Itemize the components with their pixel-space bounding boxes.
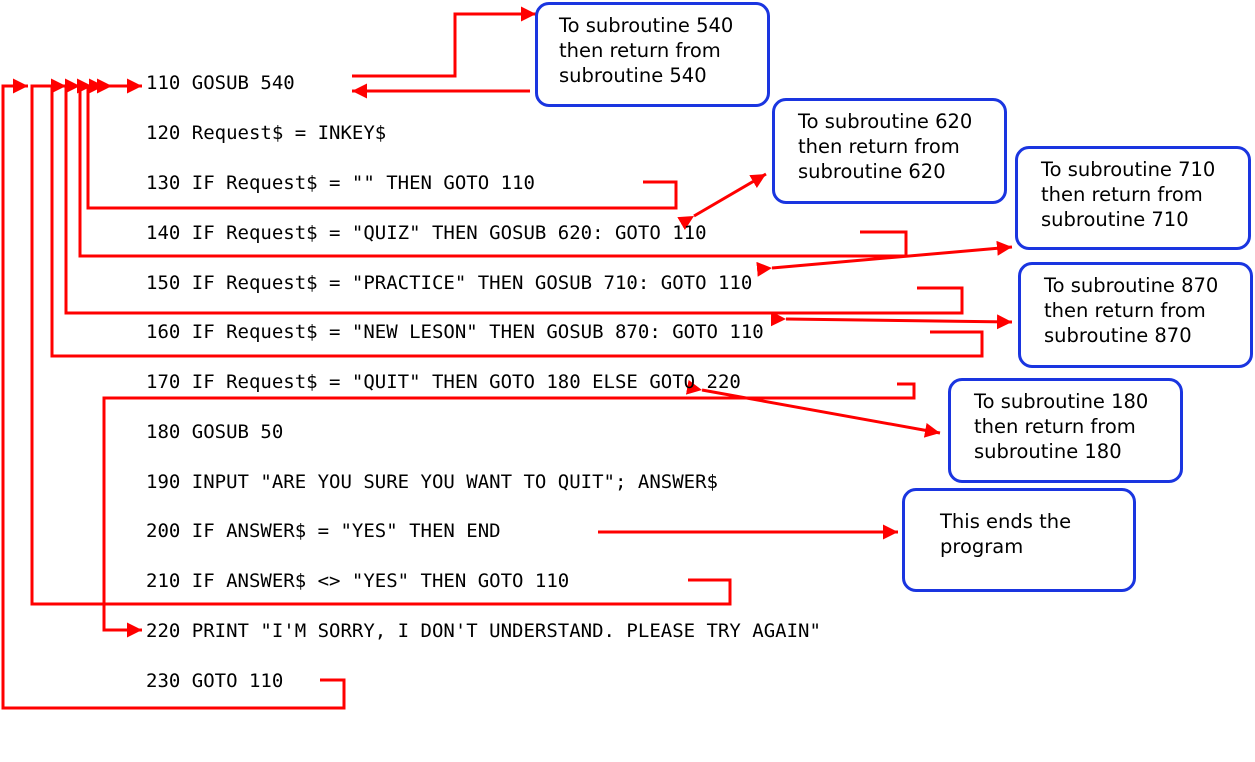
arrow-gosub-710	[756, 240, 1013, 277]
note-subroutine-620: To subroutine 620 then return from subro…	[772, 98, 1007, 204]
loop-230-to-110	[1, 78, 346, 710]
arrow-gosub-870	[770, 311, 1013, 330]
code-line-140: 140 IF Request$ = "QUIZ" THEN GOSUB 620:…	[146, 222, 707, 244]
arrow-goto-180	[685, 379, 941, 438]
code-line-170: 170 IF Request$ = "QUIT" THEN GOTO 180 E…	[146, 371, 741, 393]
code-line-130: 130 IF Request$ = "" THEN GOTO 110	[146, 172, 535, 194]
code-line-180: 180 GOSUB 50	[146, 421, 284, 443]
code-line-160: 160 IF Request$ = "NEW LESON" THEN GOSUB…	[146, 321, 764, 343]
note-subroutine-710: To subroutine 710 then return from subro…	[1015, 146, 1251, 250]
note-ends-program: This ends the program	[902, 488, 1136, 592]
code-line-190: 190 INPUT "ARE YOU SURE YOU WANT TO QUIT…	[146, 471, 718, 493]
arrow-110-to-sub540	[352, 6, 536, 78]
code-line-150: 150 IF Request$ = "PRACTICE" THEN GOSUB …	[146, 272, 753, 294]
loop-210-to-110	[30, 78, 732, 606]
note-subroutine-540: To subroutine 540 then return from subro…	[535, 2, 770, 107]
code-line-230: 230 GOTO 110	[146, 670, 284, 692]
note-ends-program-text: This ends the program	[940, 510, 1072, 558]
code-line-200: 200 IF ANSWER$ = "YES" THEN END	[146, 520, 501, 542]
code-line-120: 120 Request$ = INKEY$	[146, 122, 387, 144]
note-subroutine-870: To subroutine 870 then return from subro…	[1018, 262, 1253, 368]
note-subroutine-620-text: To subroutine 620 then return from subro…	[798, 110, 973, 183]
code-line-110: 110 GOSUB 540	[146, 72, 295, 94]
note-subroutine-710-text: To subroutine 710 then return from subro…	[1041, 158, 1216, 231]
note-subroutine-180: To subroutine 180 then return from subro…	[948, 378, 1183, 483]
code-line-220: 220 PRINT "I'M SORRY, I DON'T UNDERSTAND…	[146, 620, 821, 642]
arrow-gosub-620	[677, 172, 767, 231]
note-subroutine-540-text: To subroutine 540 then return from subro…	[559, 14, 734, 87]
code-line-210: 210 IF ANSWER$ <> "YES" THEN GOTO 110	[146, 570, 570, 592]
note-subroutine-870-text: To subroutine 870 then return from subro…	[1044, 274, 1219, 347]
note-subroutine-180-text: To subroutine 180 then return from subro…	[974, 390, 1149, 463]
